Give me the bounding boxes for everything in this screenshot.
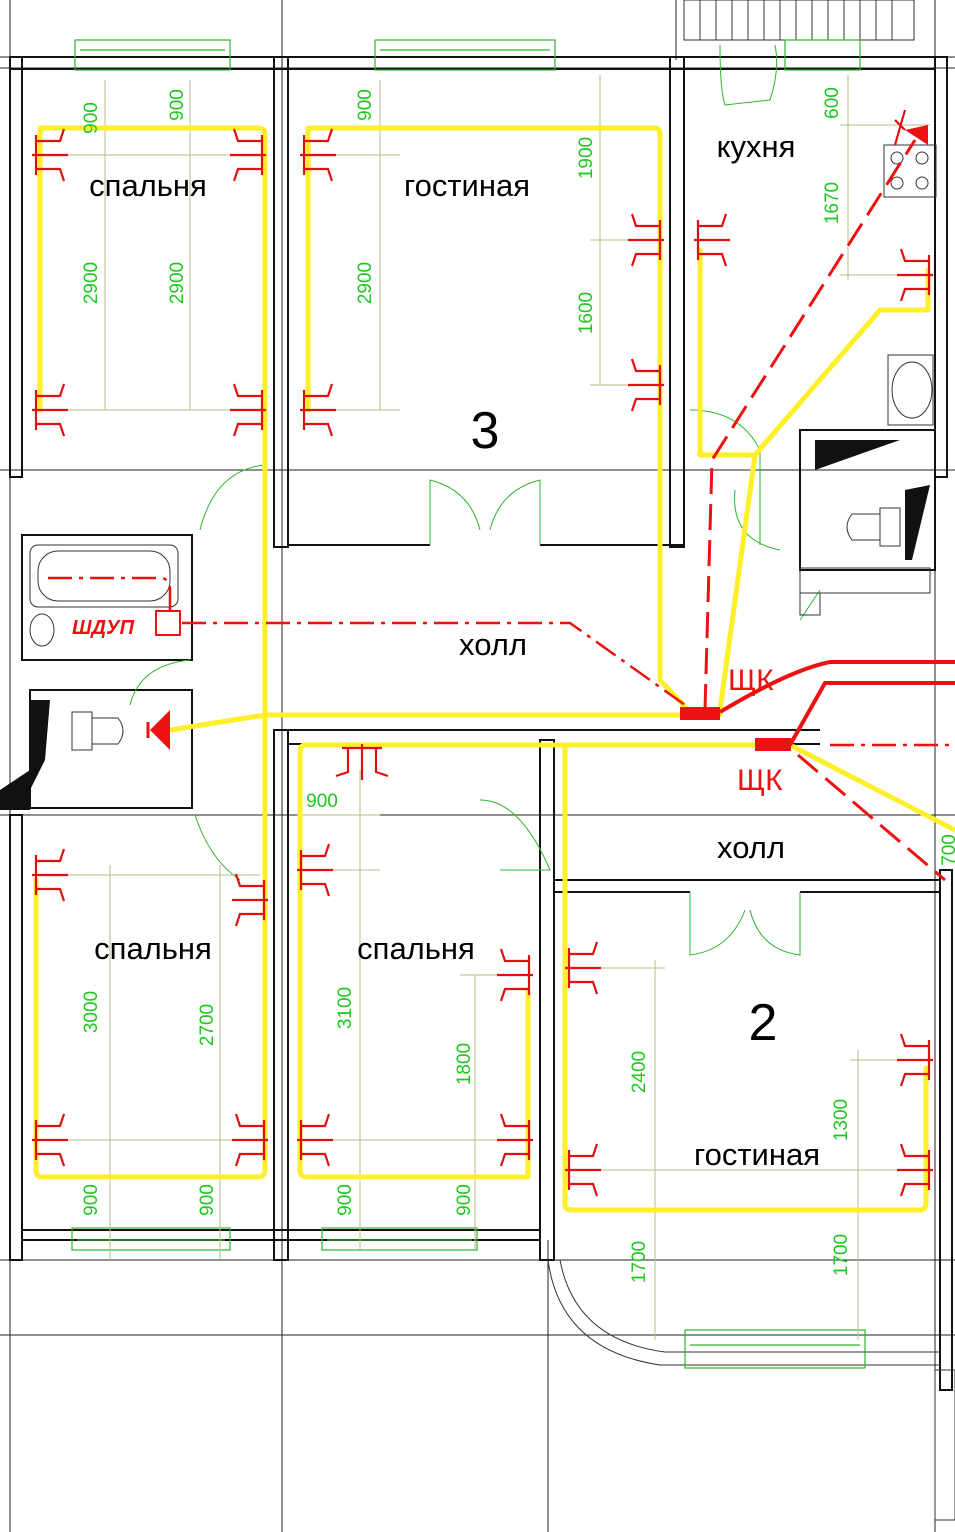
dimension-label: 1300 xyxy=(831,1099,852,1141)
dimension-label: 900 xyxy=(167,89,188,121)
lamp-15 xyxy=(335,744,389,780)
lamp-5 xyxy=(300,128,336,182)
lamp-7 xyxy=(628,213,664,267)
ceiling-lamp-icon xyxy=(32,128,933,1197)
dimension-label: 900 xyxy=(454,1184,475,1216)
dimension-label: 3100 xyxy=(335,987,356,1029)
ventilation-shafts xyxy=(0,440,931,810)
dimension-label: 700 xyxy=(939,834,955,866)
room-label-bedroom-bottom-mid: спальня xyxy=(357,931,475,966)
room-label-living-bottom: гостиная xyxy=(694,1137,820,1172)
windows xyxy=(71,39,866,1369)
panel-label-shdup: ШДУП xyxy=(72,617,135,639)
bathtub-icon xyxy=(29,544,179,608)
dimension-label: 2700 xyxy=(197,1004,218,1046)
lamp-1 xyxy=(32,128,68,182)
dimension-label: 600 xyxy=(822,87,843,119)
lamp-21 xyxy=(565,1143,601,1197)
panel-label-shk-top: ЩК xyxy=(728,664,774,697)
dimension-label: 2900 xyxy=(355,262,376,304)
room-label-hall-right: холл xyxy=(717,830,785,865)
wall-lamp-icon xyxy=(146,109,928,750)
toilet-icon xyxy=(71,507,901,751)
apartment-number-2: 2 xyxy=(749,994,778,1052)
lamp-12 xyxy=(232,873,268,927)
lamp-8 xyxy=(628,358,664,412)
dimension-label: 3000 xyxy=(81,991,102,1033)
dimension-label: 1600 xyxy=(576,292,597,334)
lamp-18 xyxy=(497,948,533,1002)
dimension-label: 1800 xyxy=(454,1043,475,1085)
dimension-label: 1700 xyxy=(629,1241,650,1283)
dimension-label: 900 xyxy=(197,1184,218,1216)
dimension-label: 2900 xyxy=(81,262,102,304)
dimension-label: 1700 xyxy=(831,1234,852,1276)
lamp-3 xyxy=(32,383,68,437)
dimension-label: 900 xyxy=(306,791,338,812)
stove-icon xyxy=(883,144,937,198)
room-label-living-top: гостиная xyxy=(404,168,530,203)
lamp-13 xyxy=(32,1113,68,1167)
apartment-number-3: 3 xyxy=(471,402,500,460)
room-label-hall-top: холл xyxy=(459,627,527,662)
lamp-19 xyxy=(497,1113,533,1167)
dimension-label: 1900 xyxy=(576,137,597,179)
lamp-4 xyxy=(230,383,266,437)
room-label-bedroom-bottom-left: спальня xyxy=(94,931,212,966)
electrical-panel-icon xyxy=(155,610,791,751)
red-circuits xyxy=(48,139,955,882)
lamp-16 xyxy=(297,843,333,897)
lamp-22 xyxy=(897,1033,933,1087)
lamp-6 xyxy=(300,383,336,437)
room-label-kitchen: кухня xyxy=(717,129,796,164)
dimension-label: 900 xyxy=(81,1184,102,1216)
dimension-label: 2400 xyxy=(629,1051,650,1093)
lamp-14 xyxy=(232,1113,268,1167)
lamp-11 xyxy=(32,848,68,902)
dimension-label: 900 xyxy=(81,102,102,134)
lamp-20 xyxy=(565,941,601,995)
walls xyxy=(9,0,955,1521)
lamp-23 xyxy=(897,1143,933,1197)
dimension-label: 2900 xyxy=(167,262,188,304)
room-label-bedroom-top-left: спальня xyxy=(89,168,207,203)
lamp-17 xyxy=(297,1113,333,1167)
dimension-label: 900 xyxy=(335,1184,356,1216)
dimension-label: 900 xyxy=(355,89,376,121)
lamp-2 xyxy=(230,128,266,182)
panel-label-shk-bottom: ЩК xyxy=(737,764,783,797)
sink-icon xyxy=(29,354,934,647)
dimension-label: 1670 xyxy=(822,182,843,224)
lamp-9 xyxy=(694,213,730,267)
lamp-10 xyxy=(897,248,933,302)
